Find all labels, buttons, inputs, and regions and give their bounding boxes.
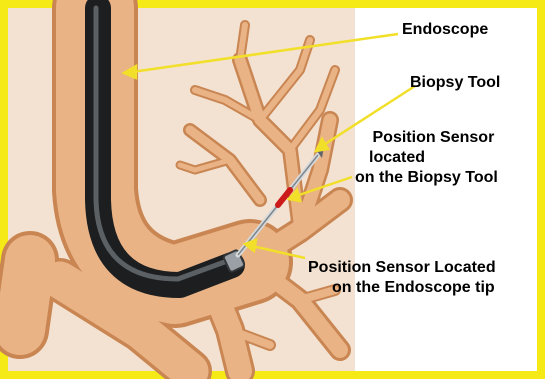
label-endoscope: Endoscope (402, 20, 488, 40)
label-biopsy-tool: Biopsy Tool (410, 73, 500, 93)
label-position-sensor-tool: Position Sensor located on the Biopsy To… (355, 128, 498, 188)
label-position-sensor-endoscope: Position Sensor Located on the Endoscope… (308, 258, 496, 298)
